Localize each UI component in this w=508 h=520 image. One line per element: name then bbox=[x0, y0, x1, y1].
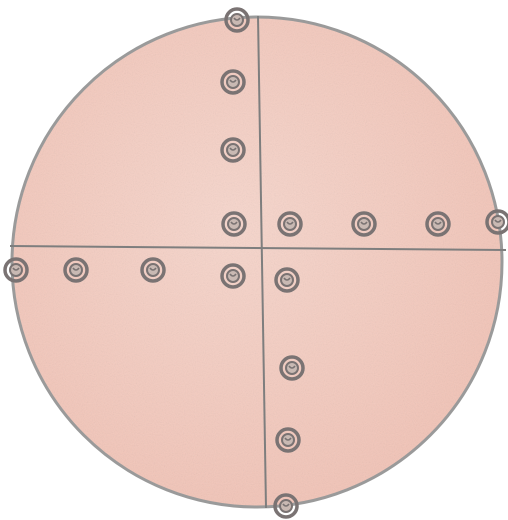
diagram-stage bbox=[0, 0, 508, 520]
quartered-disk-diagram bbox=[0, 0, 508, 520]
